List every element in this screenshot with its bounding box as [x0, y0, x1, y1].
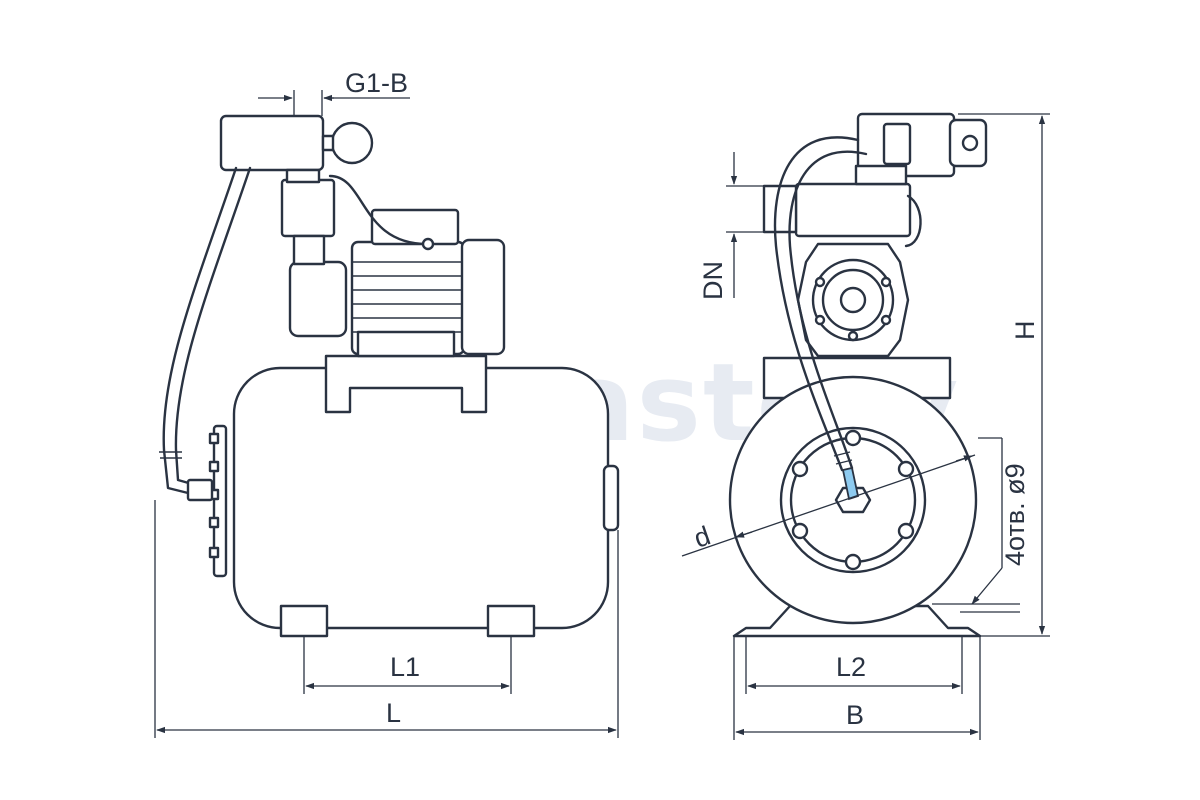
pump-bracket	[324, 354, 488, 414]
flex-hose-inner	[174, 166, 252, 486]
dimension-label-b: B	[846, 700, 864, 730]
pump-head	[288, 260, 348, 338]
dimension-label-d: d	[690, 520, 714, 553]
pressure-switch	[219, 114, 325, 172]
pump-outlet-neck	[292, 234, 326, 266]
side-cable	[904, 194, 922, 248]
holes-callout: 4отв. ø9	[1000, 463, 1030, 566]
dimension-label-dn: DN	[698, 261, 728, 300]
pressure-switch-fitting	[285, 168, 321, 184]
front-manometer	[948, 118, 988, 168]
switch-connector	[882, 122, 912, 166]
front-hose-inner	[788, 150, 868, 470]
manometer-stem	[321, 134, 335, 152]
tank-body	[232, 366, 610, 630]
side-view: G1-B L1 L	[154, 68, 620, 738]
switch-cable	[328, 174, 432, 246]
flex-hose-outer	[162, 166, 238, 496]
motor-fan-cover	[460, 238, 506, 356]
manometer	[330, 121, 374, 165]
dimension-label-l1: L1	[390, 652, 420, 682]
cable-gland	[421, 237, 435, 251]
motor-base	[356, 330, 456, 358]
dimension-label-l2: L2	[836, 652, 866, 682]
flange-holes	[791, 429, 915, 571]
switch-fitting-front	[854, 164, 908, 186]
volute-inner	[821, 268, 885, 332]
front-outlet-block	[794, 182, 912, 238]
terminal-box	[370, 208, 460, 246]
tank-foot-right	[486, 604, 536, 638]
pump-outlet-block	[280, 178, 336, 238]
dimension-label-l: L	[386, 698, 401, 728]
dimension-label-g1b: G1-B	[345, 68, 408, 98]
pump-shaft	[839, 286, 867, 314]
flange-bolts	[208, 432, 220, 559]
dimension-label-h: H	[1010, 321, 1040, 341]
front-hose-outer	[773, 136, 860, 472]
hose-fitting	[186, 478, 214, 502]
diameter-line	[681, 454, 976, 557]
front-view: DN d 4отв. ø9 H L2 B	[681, 112, 1050, 740]
tank-foot-left	[279, 604, 329, 638]
tank-end-cap	[602, 464, 620, 532]
